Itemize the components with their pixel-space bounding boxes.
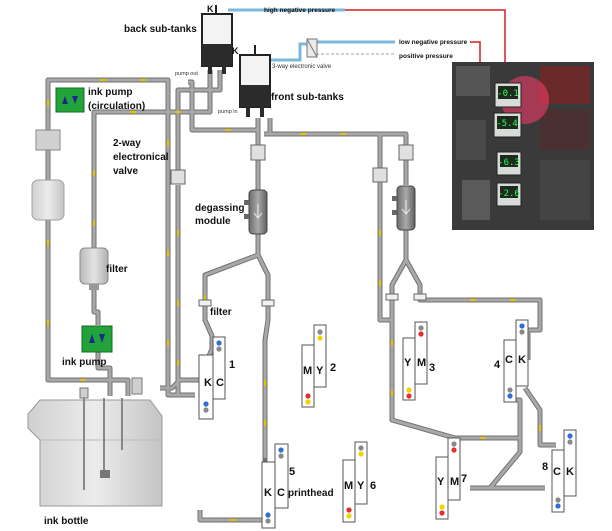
label-pump-in: pump in [218,109,238,115]
label-printhead: printhead [288,488,334,499]
ink-bottle [27,377,163,507]
labels: high negative pressure low negative pres… [44,4,468,527]
printhead-1-number: 1 [229,359,235,371]
printhead-5-bottom: C [277,487,285,499]
label-two-way-valve-3: valve [113,166,138,177]
printhead-6-number: 6 [370,480,376,492]
printhead-5-top: K [264,487,272,499]
printhead-7-bottom: M [450,476,459,488]
printhead-3-top: Y [404,357,412,369]
printhead-2-number: 2 [330,362,336,374]
filter-mid-canister [79,247,109,290]
label-three-way-valve: 3-way electronic valve [272,64,332,70]
printhead-5-number: 5 [289,466,295,478]
printhead-2-bottom: Y [316,365,324,377]
printhead-2-top: M [303,365,312,377]
label-high-negative-pressure: high negative pressure [264,7,336,14]
label-positive-pressure: positive pressure [399,53,453,60]
filter-left-canister [31,129,65,221]
label-low-negative-pressure: low negative pressure [399,39,468,46]
tubes [45,70,556,523]
printhead-8-number: 8 [542,461,548,473]
pressure-lines [228,8,506,121]
printhead-1: K C 1 [198,336,235,420]
label-back-sub-tanks: back sub-tanks [124,24,197,35]
printhead-4-number: 4 [494,359,501,371]
printhead-1-bottom: C [216,377,224,389]
label-ink-pump-circulation-2: (circulation) [88,101,145,112]
label-two-way-valve-1: 2-way [113,138,141,149]
printhead-7: Y M 7 [435,437,467,520]
gauge-4-readout: -2.6 [498,189,520,199]
printhead-3: Y M 3 [402,321,435,401]
printhead-4: C K 4 [494,319,529,403]
label-filter-left: filter [106,264,128,275]
printhead-6-top: M [344,480,353,492]
degassing-module-left [244,189,268,235]
printhead-2: M Y 2 [301,324,336,408]
label-degassing-2: module [195,216,231,227]
printhead-8-bottom: K [566,466,574,478]
label-ink-pump: ink pump [62,357,106,368]
label-degassing-1: degassing [195,203,244,214]
inline-filters [198,293,427,307]
gauge-2-readout: -5.4 [496,119,518,129]
front-sub-tank [239,45,271,117]
printhead-6-bottom: Y [357,480,365,492]
printhead-4-top: C [505,354,513,366]
printhead-5: K C 5 [261,443,295,529]
ink-pump-supply [81,325,113,353]
label-two-way-valve-2: electronical [113,152,169,163]
label-k-back: K [207,4,214,14]
printhead-3-number: 3 [429,362,435,374]
three-way-valve-mark [306,38,318,58]
printhead-7-top: Y [437,476,445,488]
label-pump-out: pump out [175,71,198,77]
label-front-sub-tanks: front sub-tanks [271,92,344,103]
degassing-module-right [392,185,416,231]
pressure-gauge-photo: -0.1 -5.4 -6.3 -2.6 [452,62,594,230]
gauge-3-readout: -6.3 [498,158,520,168]
printhead-8-top: C [553,466,561,478]
ink-pump-circulation [55,87,85,113]
label-filter-mid: filter [210,307,232,318]
back-sub-tank [201,5,233,74]
printhead-3-bottom: M [417,357,426,369]
gauge-1-readout: -0.1 [497,89,519,99]
printhead-7-number: 7 [461,473,467,485]
two-way-valve-box [170,144,414,185]
label-k-front: K [232,46,239,56]
label-ink-pump-circulation-1: ink pump [88,87,132,98]
printhead-6: M Y 6 [342,441,376,523]
printhead-1-top: K [204,377,212,389]
printhead-4-bottom: K [518,354,526,366]
label-ink-bottle: ink bottle [44,516,89,527]
printhead-8: C K 8 [542,429,577,513]
